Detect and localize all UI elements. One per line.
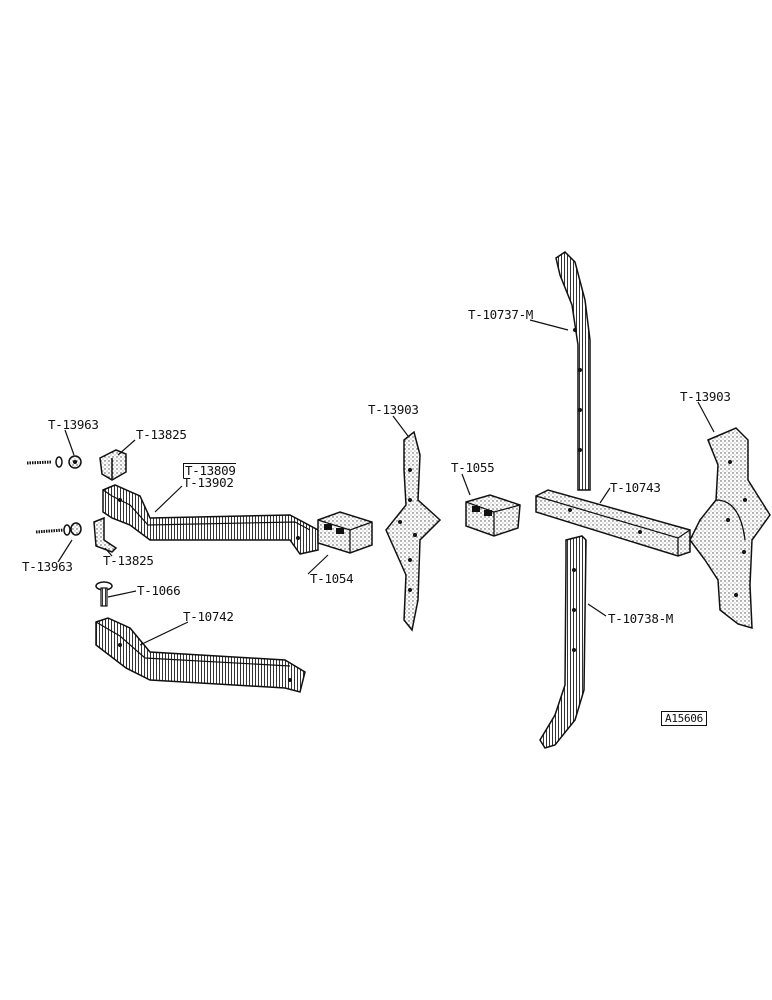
- label-t10743: T-10743: [610, 480, 661, 495]
- label-t13825-top: T-13825: [136, 427, 187, 442]
- spacer-block-1055: [465, 494, 521, 537]
- label-t1066: T-1066: [137, 583, 181, 598]
- label-t13809: T-13809: [183, 463, 236, 478]
- label-t13902: T-13902: [183, 475, 234, 490]
- figure-reference: A15606: [661, 711, 707, 726]
- label-t13963-bottom: T-13963: [22, 559, 73, 574]
- spacer-block-1054: [317, 511, 373, 554]
- label-t13825-bottom: T-13825: [103, 553, 154, 568]
- leader-lines: [57, 319, 715, 646]
- clip-top: [99, 449, 127, 481]
- label-t10738m: T-10738-M: [608, 611, 674, 626]
- upper-curved-bar: [555, 251, 591, 491]
- label-t13903-left: T-13903: [368, 402, 419, 417]
- label-t10742: T-10742: [183, 609, 234, 624]
- label-t1055: T-1055: [451, 460, 495, 475]
- clip-bottom: [93, 516, 118, 553]
- lower-arm-bar: [95, 617, 306, 693]
- spider-plate-left: [385, 430, 442, 632]
- label-t10737m: T-10737-M: [468, 307, 534, 322]
- label-t1054: T-1054: [310, 571, 354, 586]
- spider-plate-right: [689, 427, 771, 630]
- upper-arm-bar: [102, 484, 319, 555]
- lower-curved-bar: [539, 535, 587, 749]
- label-t13963-top: T-13963: [48, 417, 99, 432]
- carriage-bolt: [95, 581, 113, 607]
- label-t13903-right: T-13903: [680, 389, 731, 404]
- bolt-top: [26, 455, 82, 469]
- cross-bar: [535, 489, 691, 557]
- bolt-bottom: [35, 522, 82, 536]
